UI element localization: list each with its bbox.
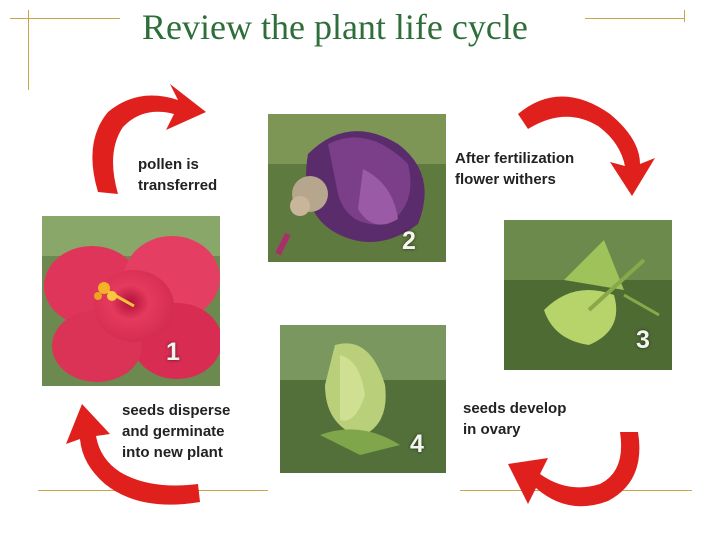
curved-arrow-top-right-icon bbox=[518, 96, 655, 196]
top-rule-right bbox=[585, 18, 685, 19]
caption-line: into new plant bbox=[122, 444, 223, 461]
stage-1-photo bbox=[42, 216, 220, 386]
green-seed-pod-opening-image bbox=[504, 220, 672, 370]
caption-line: in ovary bbox=[463, 421, 521, 438]
curved-arrow-bottom-left bbox=[60, 404, 210, 510]
green-seed-pod-closed-image bbox=[280, 325, 446, 473]
caption-line: After fertilization bbox=[455, 150, 575, 167]
top-rule-left-tick bbox=[28, 10, 29, 90]
withered-flower-image bbox=[268, 114, 446, 262]
stage-1-number: 1 bbox=[166, 338, 180, 366]
stage-2-caption: After fertilization flower withers bbox=[455, 148, 574, 190]
caption-line: seeds disperse bbox=[122, 402, 231, 419]
curved-arrow-bottom-right-icon bbox=[508, 432, 640, 507]
stage-3-number: 3 bbox=[636, 326, 650, 354]
curved-arrow-top-right bbox=[510, 84, 660, 204]
curved-arrow-top-left bbox=[78, 82, 208, 202]
slide-title: Review the plant life cycle bbox=[142, 7, 528, 47]
stage-2-number: 2 bbox=[402, 227, 416, 255]
caption-line: seeds develop bbox=[463, 400, 567, 417]
top-rule-right-tick bbox=[684, 10, 685, 22]
caption-line: flower withers bbox=[455, 171, 556, 188]
curved-arrow-bottom-right bbox=[498, 426, 648, 516]
stage-2-photo bbox=[268, 114, 446, 262]
caption-line: pollen is bbox=[138, 156, 199, 173]
curved-arrow-bottom-left-icon bbox=[66, 404, 200, 505]
stage-1-caption: pollen is transferred bbox=[138, 154, 217, 196]
stage-3-caption: seeds develop in ovary bbox=[463, 398, 566, 440]
curved-arrow-top-left-icon bbox=[92, 84, 206, 194]
top-rule bbox=[10, 18, 120, 19]
caption-line: and germinate bbox=[122, 423, 225, 440]
caption-line: transferred bbox=[138, 177, 218, 194]
stage-4-photo bbox=[280, 325, 446, 473]
stage-4-caption: seeds disperse and germinate into new pl… bbox=[122, 400, 230, 463]
stage-3-photo bbox=[504, 220, 672, 370]
stage-4-number: 4 bbox=[410, 430, 424, 458]
red-hibiscus-image bbox=[42, 216, 220, 386]
